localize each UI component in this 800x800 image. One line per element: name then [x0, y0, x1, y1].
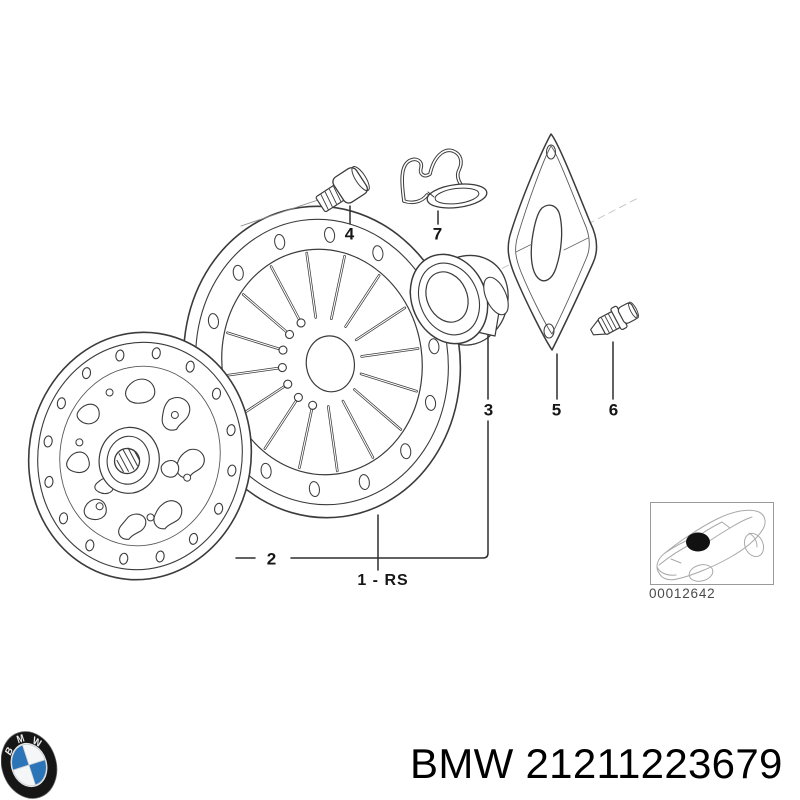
image-code: 00012642 [649, 586, 716, 601]
release-lever-drawing [507, 133, 598, 351]
exploded-view-drawing [27, 133, 641, 581]
retaining-spring-drawing [400, 148, 488, 209]
snap-ring-drawing [426, 183, 488, 209]
location-highlight-dot [686, 532, 710, 552]
logo-letter-w: W [31, 735, 43, 751]
logo-letter-m: M [15, 733, 26, 747]
pivot-pin-drawing [590, 301, 639, 336]
bmw-roundel-icon: B M W [1, 731, 58, 799]
kit-bracket-line [290, 420, 489, 559]
callout-4: 4 [344, 224, 356, 244]
callout-6: 6 [608, 400, 620, 420]
clutch-disc-drawing [27, 331, 253, 581]
callout-2: 2 [266, 549, 278, 569]
callout-7: 7 [432, 224, 444, 244]
pressure-plate-drawing [182, 205, 462, 519]
car-outline [656, 509, 766, 582]
callout-5: 5 [551, 400, 563, 420]
leader-lines [235, 205, 614, 571]
bolt-drawing [240, 166, 370, 227]
release-bearing-drawing [409, 253, 509, 346]
callout-3: 3 [483, 400, 495, 420]
bmw-logo: B M W [1, 729, 59, 800]
logo-letter-b: B [4, 745, 16, 758]
part-number-caption: BMW 21211223679 [410, 740, 783, 787]
callout-1-rs: 1 - RS [357, 572, 409, 589]
car-thumbnail [650, 502, 774, 585]
